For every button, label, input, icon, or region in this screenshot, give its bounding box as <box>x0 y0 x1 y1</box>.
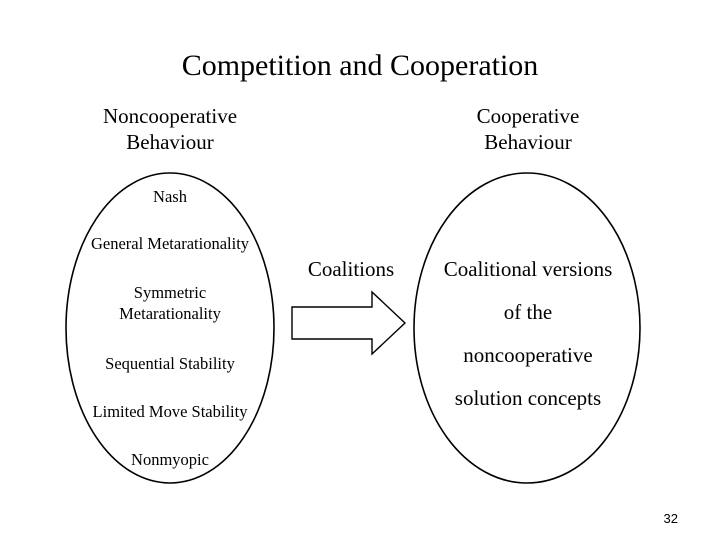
concept-item-line: General Metarationality <box>90 234 250 253</box>
concept-item-line: Metarationality <box>119 304 221 323</box>
concept-item: Limited Move Stability <box>62 401 278 422</box>
concept-item-line: Sequential Stability <box>105 354 235 373</box>
coalitional-text-line: solution concepts <box>454 386 602 410</box>
noncooperative-heading-line: Behaviour <box>126 130 214 154</box>
coalitions-label: Coalitions <box>307 257 395 281</box>
concept-item: Symmetric Metarationality <box>62 282 278 324</box>
coalitional-text-line: of the <box>503 300 553 324</box>
coalitional-text-line: Coalitional versions <box>443 257 613 281</box>
noncooperative-heading: Noncooperative Behaviour <box>60 103 280 155</box>
cooperative-heading: Cooperative Behaviour <box>418 103 638 155</box>
coalitional-text-line: noncooperative <box>463 343 593 367</box>
coalitions-arrow <box>291 290 407 356</box>
cooperative-heading-line: Behaviour <box>484 130 572 154</box>
slide-title: Competition and Cooperation <box>181 49 539 82</box>
concept-item-line: Nonmyopic <box>131 450 209 469</box>
concept-item-line: Nash <box>153 187 187 206</box>
concept-item-line: Symmetric <box>133 283 207 302</box>
concept-item-line: Limited Move Stability <box>92 402 248 421</box>
concept-item: General Metarationality <box>62 233 278 254</box>
noncooperative-ellipse <box>65 172 275 484</box>
noncooperative-heading-line: Noncooperative <box>102 104 238 128</box>
cooperative-ellipse <box>413 172 641 484</box>
page-number: 32 <box>663 511 678 526</box>
cooperative-heading-line: Cooperative <box>476 104 580 128</box>
concept-item: Sequential Stability <box>62 353 278 374</box>
concept-item: Nonmyopic <box>62 449 278 470</box>
concept-item: Nash <box>62 186 278 207</box>
